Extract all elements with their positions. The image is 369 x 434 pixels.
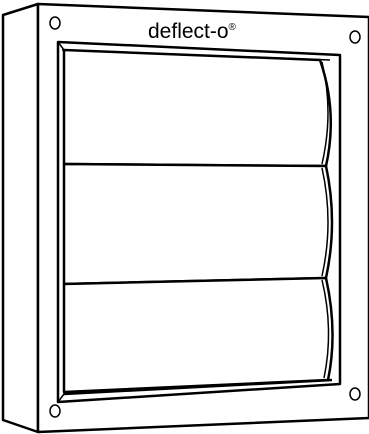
louver-1 (62, 48, 333, 168)
brand-logo: deflect-o® (148, 20, 237, 43)
louvers (62, 48, 334, 394)
mounting-holes (49, 16, 361, 418)
mounting-hole-bottom-right (349, 387, 361, 401)
louver-3 (62, 276, 334, 394)
mounting-hole-bottom-left (49, 404, 61, 418)
trademark-symbol: ® (229, 22, 237, 33)
louver-2-curl (321, 167, 329, 277)
brand-name: deflect-o (148, 20, 229, 43)
louver-2 (62, 162, 334, 286)
mounting-hole-top-left (49, 16, 61, 30)
louver-1-curl (321, 61, 329, 165)
frame-side-face (1, 2, 40, 434)
louver-3-curl (321, 279, 330, 379)
mounting-hole-top-right (349, 30, 361, 44)
